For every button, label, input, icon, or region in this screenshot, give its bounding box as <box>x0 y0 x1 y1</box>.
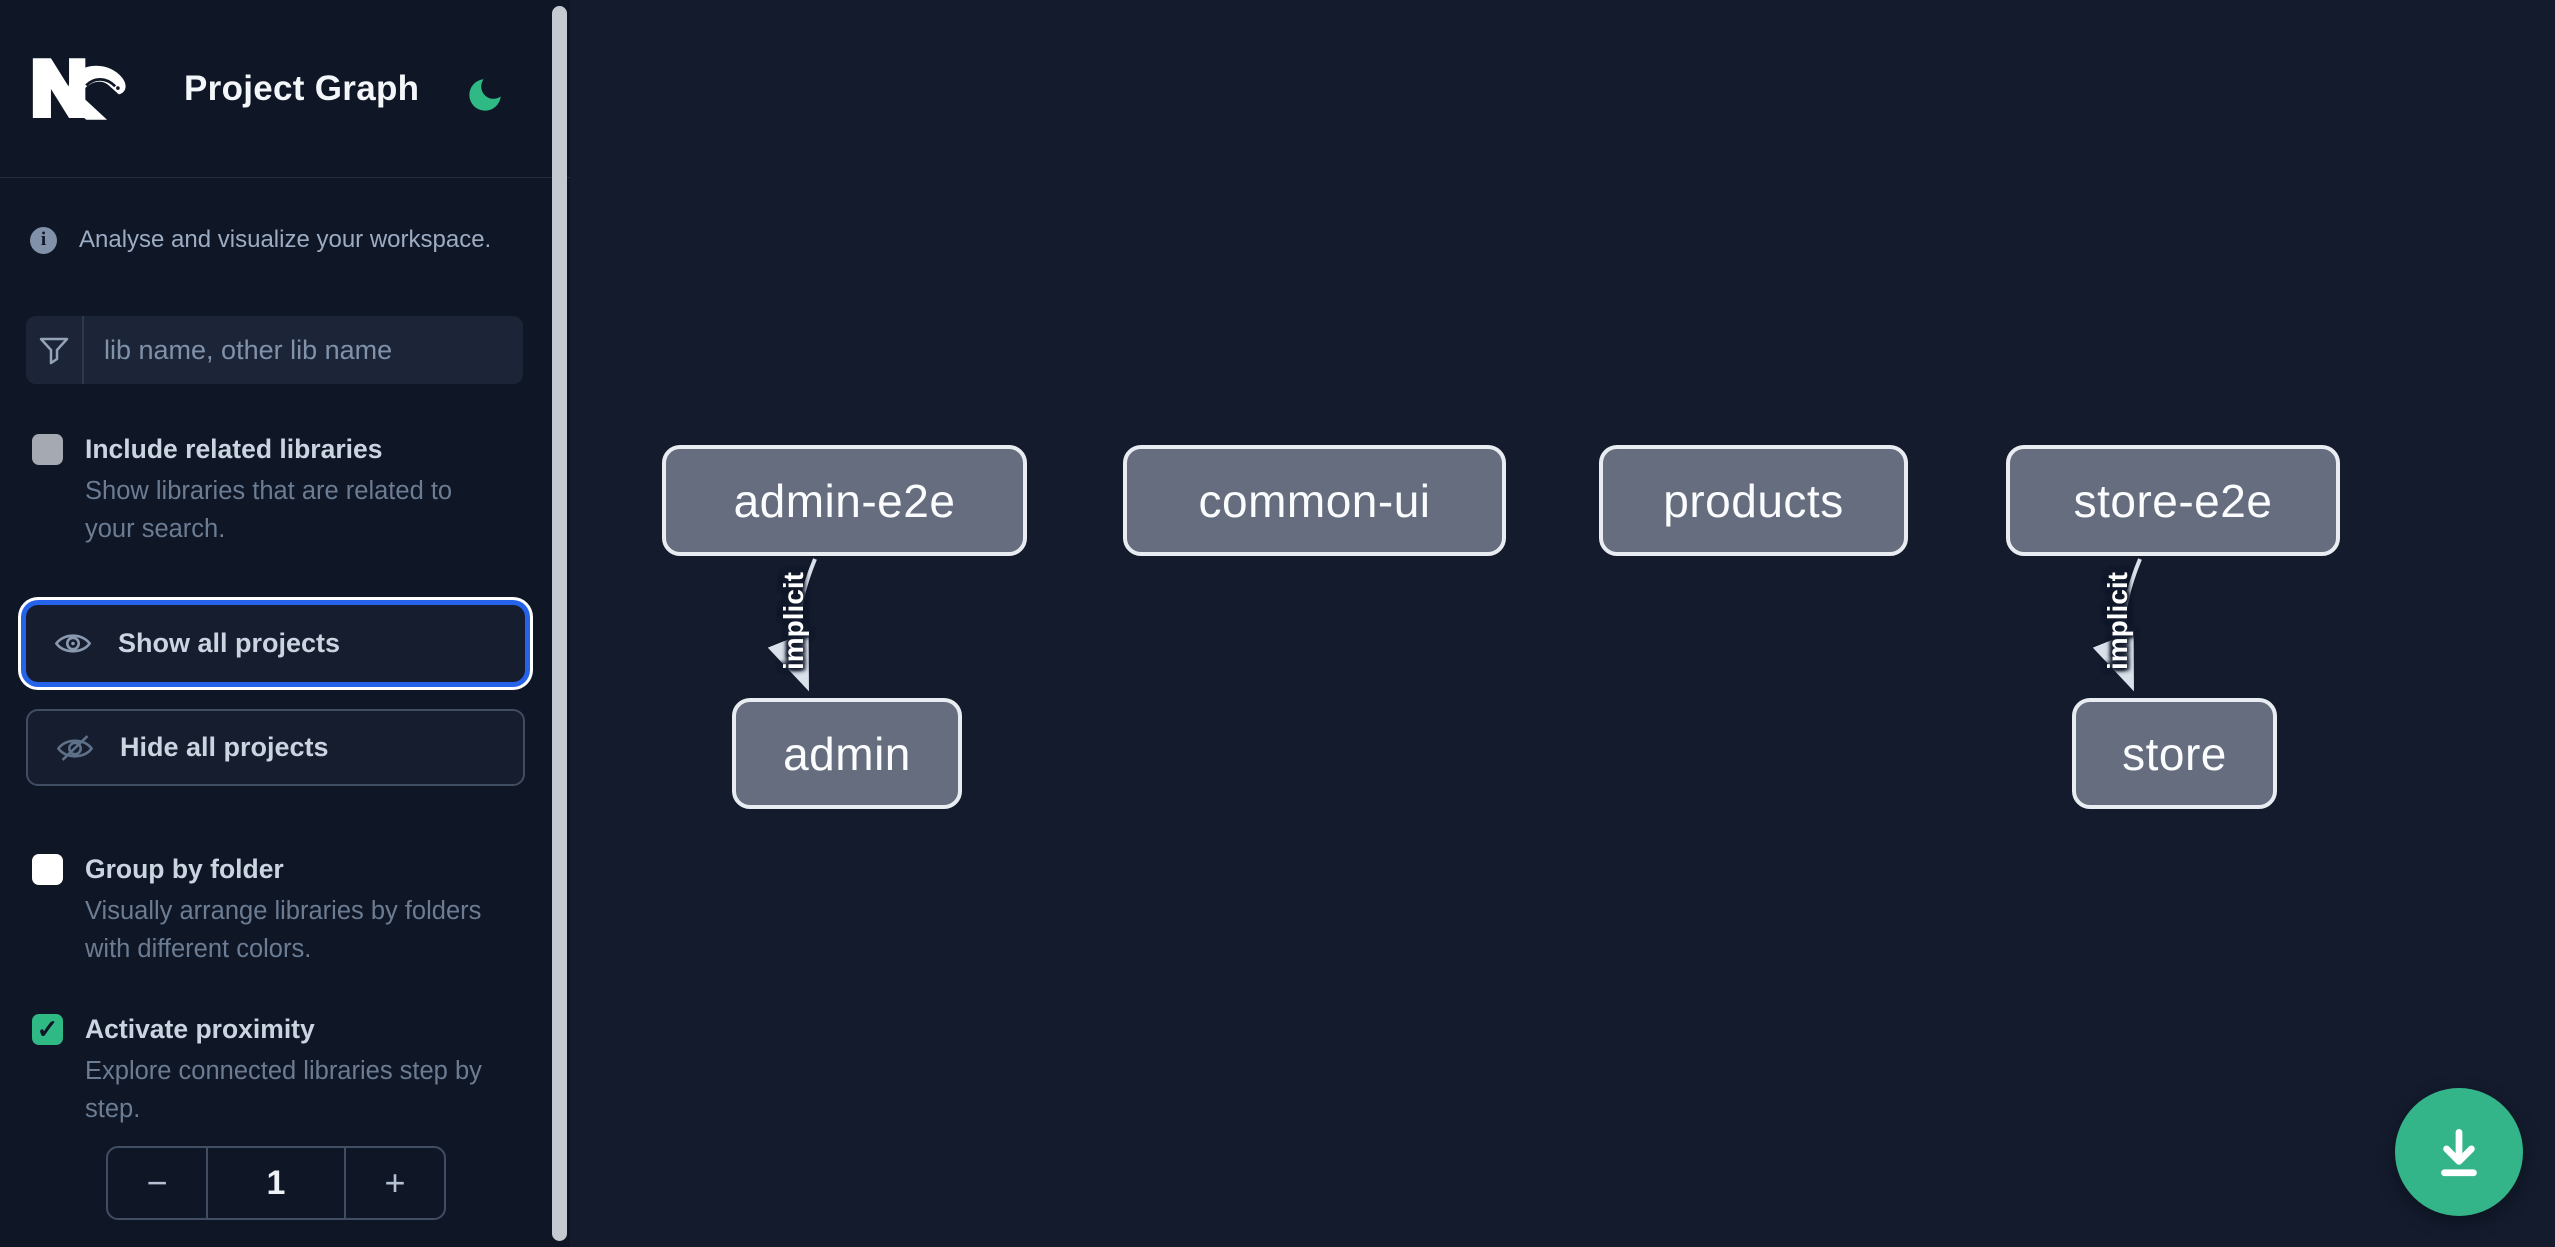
show-all-projects-button[interactable]: Show all projects <box>26 605 525 682</box>
edge-label-implicit: implicit <box>778 572 809 671</box>
edge-label-implicit: implicit <box>2102 572 2133 671</box>
graph-node-common-ui[interactable]: common-ui <box>1123 445 1506 556</box>
proximity-value[interactable]: 1 <box>206 1148 346 1218</box>
option-description: Visually arrange libraries by folders wi… <box>85 897 482 963</box>
sidebar-scrollbar-thumb[interactable] <box>552 6 567 1241</box>
eye-icon <box>54 634 92 653</box>
edge-admin-e2e-to-admin[interactable] <box>767 558 817 692</box>
proximity-decrement-button[interactable]: − <box>108 1148 206 1218</box>
library-filter <box>26 316 523 384</box>
graph-node-store-e2e[interactable]: store-e2e <box>2006 445 2340 556</box>
check-icon: ✓ <box>36 1014 59 1044</box>
theme-toggle-button[interactable] <box>464 74 506 116</box>
search-input[interactable] <box>84 316 523 384</box>
hide-all-projects-button[interactable]: Hide all projects <box>26 709 525 786</box>
info-text: Analyse and visualize your workspace. <box>79 226 492 253</box>
show-all-projects-label: Show all projects <box>118 628 341 658</box>
graph-node-admin[interactable]: admin <box>732 698 962 809</box>
include-related-checkbox[interactable] <box>32 434 63 465</box>
edges-layer <box>767 558 2142 692</box>
graph-canvas[interactable]: implicit implicit admin-e2e common-ui pr… <box>570 0 2555 1247</box>
group-by-folder-checkbox[interactable] <box>32 854 63 885</box>
info-icon: i <box>30 226 57 254</box>
option-label: Group by folder <box>85 854 284 884</box>
proximity-increment-button[interactable]: + <box>346 1148 444 1218</box>
option-description: Explore connected libraries step by step… <box>85 1057 482 1123</box>
activate-proximity-checkbox[interactable]: ✓ <box>32 1014 63 1045</box>
option-include-related: Include related libraries Show libraries… <box>32 432 532 548</box>
filter-funnel-icon <box>26 316 84 384</box>
option-label: Include related libraries <box>85 434 383 464</box>
edge-store-e2e-to-store[interactable] <box>2092 558 2142 692</box>
download-graph-button[interactable] <box>2395 1088 2523 1216</box>
graph-node-products[interactable]: products <box>1599 445 1908 556</box>
hide-all-projects-label: Hide all projects <box>120 732 329 762</box>
proximity-stepper: − 1 + <box>106 1146 446 1220</box>
page-title: Project Graph <box>184 68 420 108</box>
sidebar: Project Graph i Analyse and visualize yo… <box>0 0 570 1247</box>
option-activate-proximity: ✓ Activate proximity Explore connected l… <box>32 1012 532 1128</box>
option-description: Show libraries that are related to your … <box>85 477 453 543</box>
sidebar-header: Project Graph <box>0 0 570 178</box>
download-icon <box>2441 1128 2477 1177</box>
graph-node-admin-e2e[interactable]: admin-e2e <box>662 445 1027 556</box>
moon-icon <box>469 79 501 111</box>
workspace-info: i Analyse and visualize your workspace. <box>30 226 540 254</box>
option-label: Activate proximity <box>85 1014 315 1044</box>
graph-node-store[interactable]: store <box>2072 698 2277 809</box>
nx-logo <box>32 57 126 120</box>
eye-slash-icon <box>56 734 94 761</box>
option-group-by-folder: Group by folder Visually arrange librari… <box>32 852 532 968</box>
